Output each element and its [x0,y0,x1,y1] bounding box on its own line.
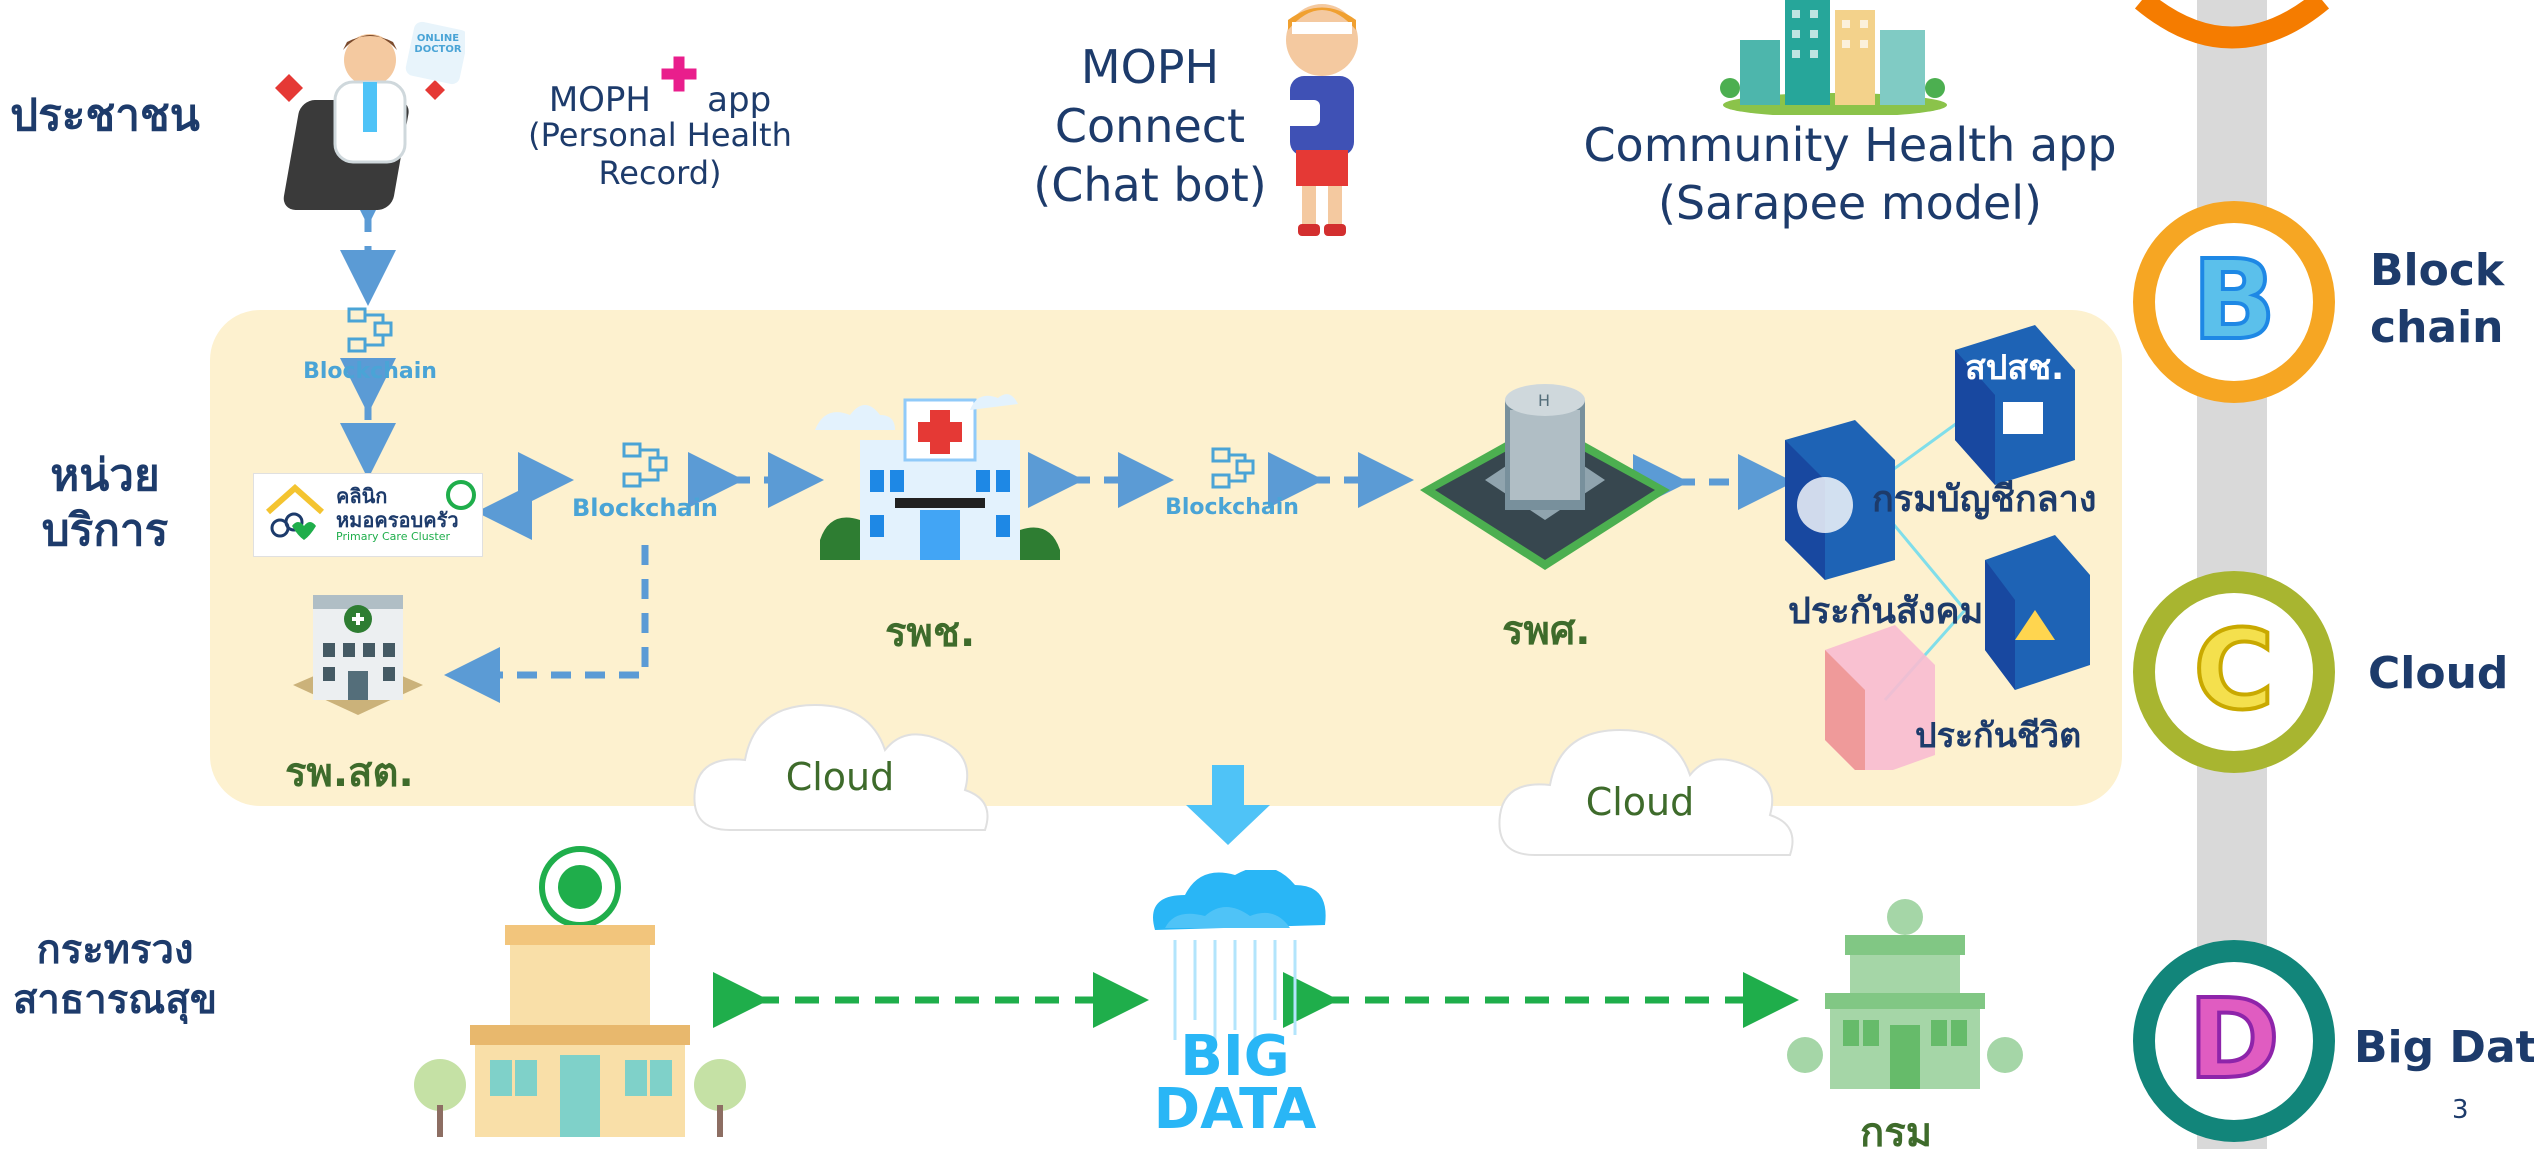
abcd-item-bigdata: D Big Data [2132,935,2534,1149]
page-number: 3 [2452,1095,2469,1125]
social-security-label: ประกันสังคม [1788,591,1984,632]
house-heart-icon [266,483,324,540]
cloud-icon [693,703,989,831]
big-data-label: BIG DATA [1153,1024,1317,1143]
blockchain-icon [622,442,668,488]
cloud-icon [1498,728,1794,856]
blockchain-label: Blockchain [303,359,437,384]
tier-ministry: กระทรวง สาธารณสุข [12,927,218,1023]
ministry-building-icon [414,846,746,1137]
community-city-illustration [1720,0,1947,115]
community-hospital-icon [815,394,1060,560]
comptroller-label: กรมบัญชีกลาง [1872,479,2097,520]
ministry-seal-icon [446,480,476,510]
blockchain-label: Blockchain [571,494,718,522]
moph-app-label: MOPH app (Personal Health Record) [465,53,855,192]
abcd-label-cloud: Cloud [2368,648,2509,699]
svg-text:B: B [2192,236,2276,364]
abcd-item-cloud: C Cloud [2132,570,2532,775]
department-label: กรม [1860,1110,1933,1156]
online-doctor-badge: ONLINE DOCTOR [414,33,462,55]
download-arrow [1186,765,1270,845]
letter-c-icon: C [2133,571,2335,773]
abcd-top-ring-partial [2134,0,2330,49]
family-clinic-logo: คลินิก หมอครอบครัว Primary Care Cluster [253,473,483,557]
moph-app-name: MOPH [548,80,651,120]
tier-people: ประชาชน [10,90,200,141]
letter-b-icon: B [2133,201,2335,403]
rpch-label: รพช. [885,610,976,656]
blockchain-node-top: Blockchain [290,305,450,384]
regional-hospital-icon: H [1420,384,1670,570]
svg-text:C: C [2194,606,2275,734]
clinic-name: คลินิก [336,484,388,508]
blockchain-label: Blockchain [1165,495,1299,520]
health-promoting-hospital-icon [293,595,423,715]
moph-connect-label: MOPH Connect (Chat bot) [1033,40,1267,212]
abcd-item-blockchain: B Block chain [2132,200,2532,405]
moph-app-sub: (Personal Health Record) [528,116,792,192]
blockchain-icon [347,307,393,353]
cloud-label-right: Cloud [1585,780,1695,824]
cloud-label-left: Cloud [785,755,895,799]
letter-d-icon: D [2133,940,2335,1142]
clinic-english: Primary Care Cluster [336,530,451,543]
nhso-label: สปสช. [1965,348,2065,388]
clinic-subname: หมอครอบครัว [336,508,459,532]
abcd-label-bigdata: Big Data [2354,1022,2534,1073]
service-unit-panel [210,310,2122,806]
community-app-label: Community Health app (Sarapee model) [1583,118,2117,230]
department-building-icon [1787,899,2023,1089]
big-data-cloud-icon [1153,870,1326,1045]
tier-service-unit: หน่วย บริการ [41,450,169,556]
life-insurance-label: ประกันชีวิต [1915,716,2082,756]
insurance-cubes [1785,325,2090,770]
svg-text:D: D [2188,975,2279,1103]
svg-text:H: H [1538,391,1550,410]
online-doctor-illustration [275,21,465,210]
blockchain-node-mid-right: Blockchain [1152,445,1312,520]
injured-boy-illustration [1280,4,1358,236]
moph-app-suffix: app [707,80,772,120]
abcd-label-blockchain: Block chain [2370,245,2505,354]
rps-label: รพศ. [1502,608,1591,654]
moph-plus-icon [656,51,702,97]
blockchain-icon [1211,447,1255,489]
blockchain-node-mid-left: Blockchain [565,440,725,522]
rpst-label: รพ.สต. [285,750,414,796]
